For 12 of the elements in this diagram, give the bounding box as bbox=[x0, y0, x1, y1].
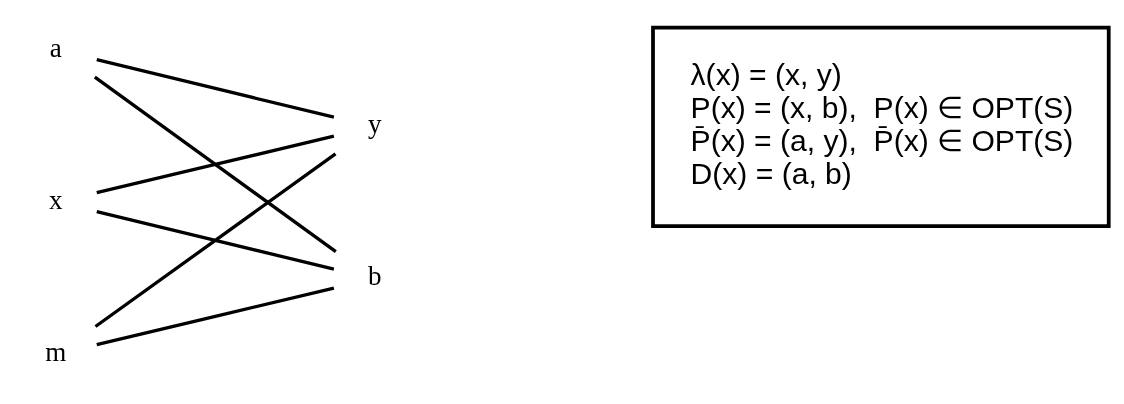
connector bbox=[96, 58, 335, 119]
connector bbox=[96, 209, 335, 271]
node-text: b bbox=[367, 261, 382, 292]
node-box: λ(x) = (x, y) P(x) = (x, b), P(x) ∈ OPT(S) P̄(x) = (a, y), P̄(x) ∈ OPT(S) D(x) = (a, b) bbox=[651, 25, 1111, 228]
connector bbox=[96, 134, 335, 195]
connector bbox=[96, 286, 335, 347]
node-text: x bbox=[49, 184, 63, 215]
connector bbox=[93, 75, 337, 253]
node-text: m bbox=[45, 336, 67, 367]
node-text: y bbox=[367, 109, 382, 140]
connector bbox=[94, 152, 337, 328]
node-text: a bbox=[49, 32, 62, 63]
